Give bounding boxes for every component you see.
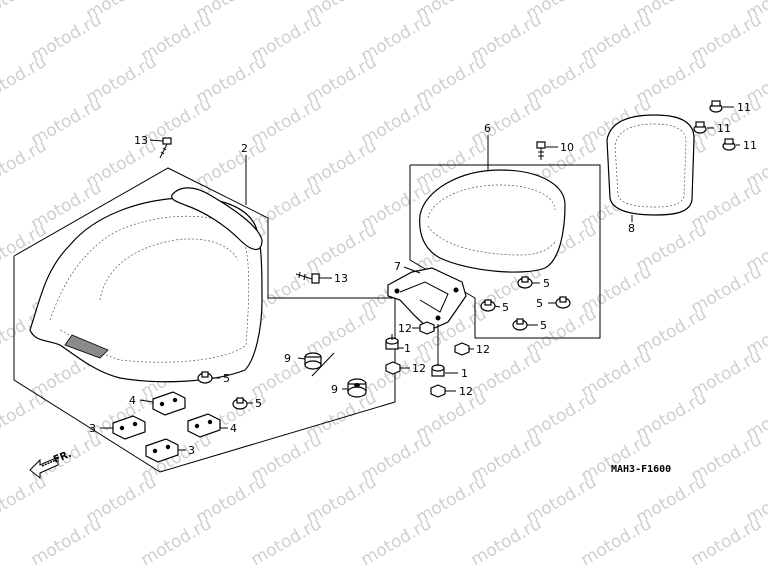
- rider-seat-part-2[interactable]: [29, 187, 263, 383]
- nut-11a[interactable]: [709, 100, 723, 113]
- callout-5f: 5: [540, 319, 547, 332]
- callout-7: 7: [394, 260, 401, 273]
- arrow-front-icon: [29, 456, 59, 480]
- callout-12a: 12: [398, 322, 412, 335]
- callout-5d: 5: [502, 301, 509, 314]
- callout-4b: 4: [230, 422, 237, 435]
- callout-13a: 13: [134, 134, 148, 147]
- watermark-text: motod.ru: [0, 0, 50, 24]
- nut-12b[interactable]: [454, 342, 470, 356]
- bolt-icon: [536, 141, 546, 160]
- callout-8: 8: [628, 222, 635, 235]
- clip-5b[interactable]: [232, 397, 248, 410]
- leader-7: [403, 266, 421, 274]
- nut-11b[interactable]: [693, 121, 707, 134]
- leader-5d: [494, 305, 501, 308]
- watermark-text: motod.ru: [0, 472, 50, 528]
- callout-4a: 4: [129, 394, 136, 407]
- leader-4a: [139, 399, 154, 403]
- collar-1a[interactable]: [385, 337, 399, 350]
- watermark-text: motod.ru: [688, 514, 766, 570]
- callout-10: 10: [560, 141, 574, 154]
- callout-5a: 5: [223, 372, 230, 385]
- backrest-part-8[interactable]: [606, 114, 695, 216]
- clip-5a[interactable]: [197, 371, 213, 384]
- watermark-text: motod.ru: [0, 52, 50, 108]
- grommet-icon: [304, 352, 322, 370]
- clip-5f[interactable]: [512, 318, 528, 331]
- watermark-text: motod.ru: [28, 514, 106, 570]
- watermark-text: motod.ru: [138, 514, 216, 570]
- callout-5c: 5: [543, 277, 550, 290]
- grommet-icon: [347, 378, 367, 398]
- mount-rubber-4a[interactable]: [152, 391, 186, 416]
- watermark-text: motod.ru: [468, 514, 546, 570]
- seat-bracket-part-7[interactable]: [387, 267, 467, 331]
- nut-12c[interactable]: [385, 361, 401, 375]
- callout-6: 6: [484, 122, 491, 135]
- collar-1b[interactable]: [431, 364, 445, 377]
- diagram-code: MAH3-F1600: [611, 464, 671, 475]
- watermark-text: motod.ru: [358, 514, 436, 570]
- clip-5c[interactable]: [517, 276, 533, 289]
- callout-12c: 12: [412, 362, 426, 375]
- callout-13b: 13: [334, 272, 348, 285]
- watermark-text: motod.ru: [0, 388, 50, 444]
- callout-12d: 12: [459, 385, 473, 398]
- callout-9b: 9: [331, 383, 338, 396]
- callout-3a: 3: [89, 422, 96, 435]
- mount-rubber-3b[interactable]: [145, 438, 179, 463]
- callout-5b: 5: [255, 397, 262, 410]
- callout-3b: 3: [188, 444, 195, 457]
- callout-1b: 1: [461, 367, 468, 380]
- callout-5e: 5: [536, 297, 543, 310]
- watermark-text: motod.ru: [0, 220, 50, 276]
- leader-13a: [149, 139, 164, 142]
- callout-11a: 11: [737, 101, 751, 114]
- nut-11c[interactable]: [722, 138, 736, 151]
- nut-12a[interactable]: [419, 321, 435, 335]
- passenger-seat-part-6[interactable]: [419, 169, 566, 273]
- leader-9-guide: [311, 352, 335, 377]
- callout-11b: 11: [717, 122, 731, 135]
- mount-rubber-3a[interactable]: [112, 415, 146, 440]
- callout-12b: 12: [476, 343, 490, 356]
- callout-9a: 9: [284, 352, 291, 365]
- watermark-text: motod.ru: [0, 136, 50, 192]
- group-frame-passenger-seat: [409, 164, 601, 339]
- clip-5e[interactable]: [555, 296, 571, 309]
- mount-rubber-4b[interactable]: [187, 413, 221, 438]
- callout-11c: 11: [743, 139, 757, 152]
- callout-2: 2: [241, 142, 248, 155]
- watermark-text: motod.ru: [578, 514, 656, 570]
- leader-9a: [297, 357, 306, 360]
- nut-12d[interactable]: [430, 384, 446, 398]
- callout-1a: 1: [404, 342, 411, 355]
- watermark-text: motod.ru: [248, 514, 326, 570]
